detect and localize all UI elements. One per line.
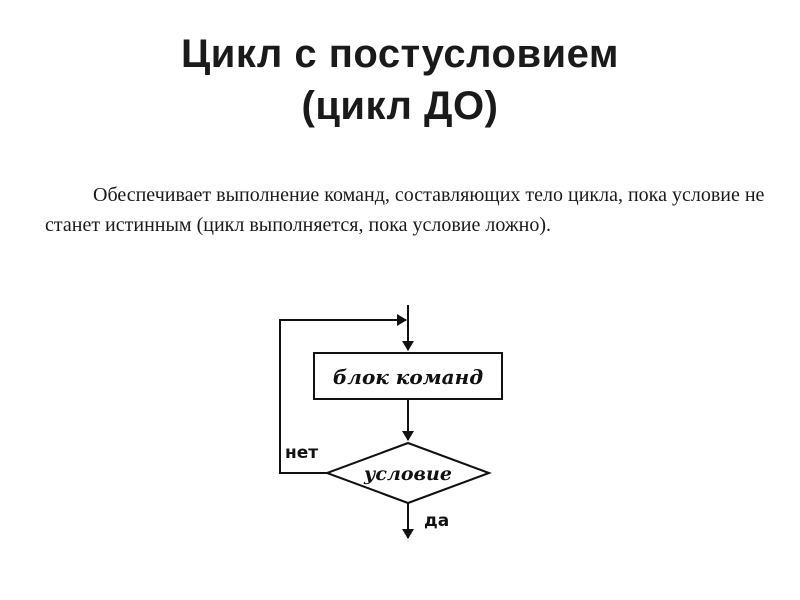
false-branch-label: нет (285, 443, 318, 463)
command-block-box (313, 352, 503, 400)
condition-decision: условие (324, 441, 492, 505)
condition-label: условие (363, 463, 452, 485)
page-title: Цикл с постусловием (цикл ДО) (0, 28, 800, 132)
command-block: блок команд (313, 352, 503, 400)
title-line-2: (цикл ДО) (301, 84, 499, 128)
description-text: Обеспечивает выполнение команд, составля… (45, 184, 765, 236)
loop-back-line (279, 314, 407, 474)
title-line-1: Цикл с постусловием (181, 32, 619, 76)
true-branch-label: да (424, 511, 449, 531)
command-block-label: блок команд (333, 365, 483, 389)
